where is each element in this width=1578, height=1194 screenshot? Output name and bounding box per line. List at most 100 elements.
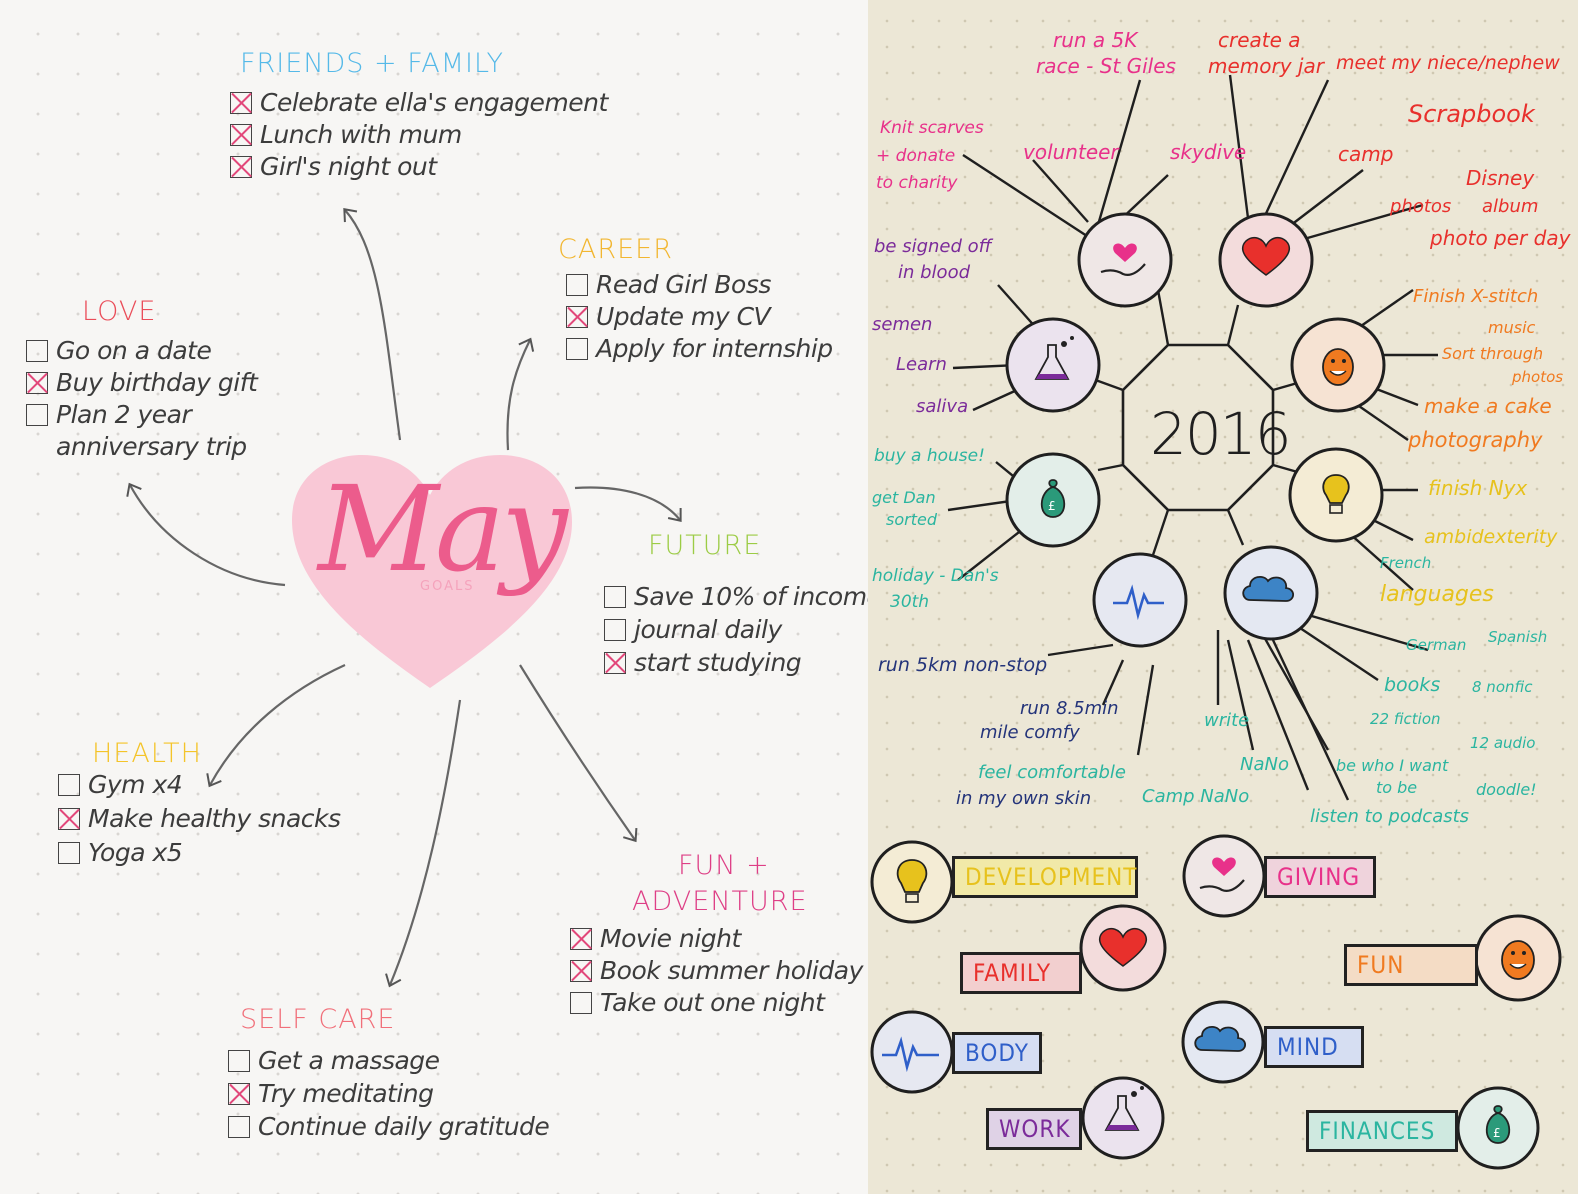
goal-holiday: holiday - Dan's	[872, 566, 999, 586]
goal-nano: NaNo	[1240, 754, 1289, 775]
checkbox-checked[interactable]	[58, 807, 80, 830]
goal-disney: Disney	[1466, 166, 1535, 190]
heartbeat-icon	[1113, 584, 1164, 621]
goal-german: German	[1406, 636, 1467, 654]
checkbox-checked[interactable]	[570, 927, 592, 950]
future-heading: FUTURE	[648, 530, 762, 561]
goal-photos: photos	[1390, 196, 1452, 217]
year-label: 2016	[1150, 400, 1292, 468]
goal-french: French	[1380, 554, 1432, 572]
legend-development: DEVELOPMENT	[952, 856, 1138, 898]
legend-finances: FINANCES	[1306, 1110, 1458, 1152]
goal-knit-3: to charity	[876, 173, 958, 193]
list-item: Update my CV	[566, 304, 771, 329]
health-heading: HEALTH	[92, 738, 202, 769]
arrow-career	[506, 337, 535, 451]
list-item: Read Girl Boss	[566, 272, 771, 297]
list-item: Gym x4	[58, 772, 183, 797]
checkbox[interactable]	[604, 618, 626, 641]
cloud-icon	[1242, 575, 1295, 602]
checkbox-checked[interactable]	[604, 651, 626, 674]
checkbox-checked[interactable]	[566, 305, 588, 328]
goal-podcasts: listen to podcasts	[1310, 806, 1470, 827]
arrow-friends	[343, 208, 402, 441]
may-title: May	[318, 460, 568, 598]
fun-heading: FUN +	[678, 850, 770, 881]
arrow-health	[206, 663, 346, 788]
checkbox[interactable]	[58, 773, 80, 796]
money-bag-icon: £	[1040, 479, 1066, 518]
list-item: Get a massage	[228, 1048, 440, 1073]
goal-signed-off: be signed off	[874, 236, 992, 257]
goal-signed-off-2: in blood	[898, 262, 971, 283]
list-item: Take out one night	[570, 990, 825, 1015]
2016-mindmap: £	[947, 74, 1438, 801]
goal-run5k: run a 5K	[1053, 28, 1138, 52]
goal-house: buy a house!	[874, 446, 985, 466]
self-care-heading: SELF CARE	[240, 1004, 396, 1035]
heart-icon	[1241, 236, 1291, 276]
goal-volunteer: volunteer	[1023, 140, 1119, 164]
checkbox-checked[interactable]	[26, 371, 48, 394]
checkbox-checked[interactable]	[228, 1082, 250, 1105]
list-item-continued: anniversary trip	[56, 432, 247, 461]
goal-semen: semen	[872, 314, 933, 335]
goal-holiday-2: 30th	[890, 592, 930, 612]
goals-subtitle: GOALS	[420, 579, 475, 594]
goal-run-8-5: run 8.5min	[1020, 698, 1119, 719]
smiley-icon	[1322, 348, 1354, 386]
goal-feel: feel comfortable	[978, 762, 1126, 783]
legend-work: WORK	[986, 1108, 1082, 1150]
goal-run-5km: run 5km non-stop	[878, 654, 1048, 676]
checkbox[interactable]	[570, 991, 592, 1014]
checkbox-checked[interactable]	[230, 155, 252, 178]
goal-nonfic: 8 nonfic	[1472, 678, 1533, 696]
checkbox[interactable]	[228, 1115, 250, 1138]
goal-languages: languages	[1380, 582, 1494, 607]
checkbox[interactable]	[26, 403, 48, 426]
goal-doodle: doodle!	[1476, 780, 1537, 799]
checkbox[interactable]	[58, 841, 80, 864]
goal-be-who: be who I want	[1336, 756, 1449, 775]
legend-fun: FUN	[1344, 944, 1478, 986]
love-heading: LOVE	[82, 296, 157, 327]
checkbox[interactable]	[604, 585, 626, 608]
may-goals-page: May GOALS FRIENDS + FAMILY Celebrate ell…	[0, 0, 868, 1194]
arrow-selfcare	[385, 699, 462, 988]
arrow-fun	[519, 664, 638, 843]
goal-photos-2: photos	[1512, 368, 1564, 386]
goal-run5k-race: race - St Giles	[1036, 54, 1176, 78]
checkbox-checked[interactable]	[570, 959, 592, 982]
arrow-love	[126, 482, 286, 587]
career-heading: CAREER	[558, 234, 673, 265]
checkbox[interactable]	[566, 337, 588, 360]
legend-giving: GIVING	[1264, 856, 1376, 898]
goal-finish-nyx: finish Nyx	[1428, 476, 1528, 500]
checkbox-checked[interactable]	[230, 123, 252, 146]
arrow-future	[574, 486, 682, 523]
legend-family: FAMILY	[960, 952, 1082, 994]
goal-saliva: saliva	[916, 396, 969, 417]
goal-feel-2: in my own skin	[956, 788, 1092, 809]
list-item: Plan 2 year	[26, 402, 192, 427]
goal-knit-2: + donate	[876, 146, 956, 166]
list-item: Save 10% of income	[604, 584, 868, 609]
goal-cake: make a cake	[1424, 394, 1552, 418]
list-item: start studying	[604, 650, 802, 675]
svg-text:£: £	[1048, 499, 1056, 513]
checkbox[interactable]	[228, 1049, 250, 1072]
checkbox[interactable]	[26, 339, 48, 362]
friends-family-heading: FRIENDS + FAMILY	[240, 48, 504, 79]
list-item: Make healthy snacks	[58, 806, 341, 831]
goal-dan-sorted: get Dan	[872, 488, 936, 507]
goal-xstitch: Finish X-stitch	[1413, 286, 1539, 307]
checkbox-checked[interactable]	[230, 91, 252, 114]
list-item: journal daily	[604, 617, 782, 642]
giving-hand-heart-icon	[1100, 243, 1146, 276]
checkbox[interactable]	[566, 273, 588, 296]
goal-fiction: 22 fiction	[1370, 710, 1441, 728]
list-item: Go on a date	[26, 338, 212, 363]
goal-spanish: Spanish	[1488, 628, 1548, 646]
work-circle	[1005, 317, 1101, 413]
2016-goals-page: £ 2016 run a 5K race - St Giles create a…	[868, 0, 1578, 1194]
